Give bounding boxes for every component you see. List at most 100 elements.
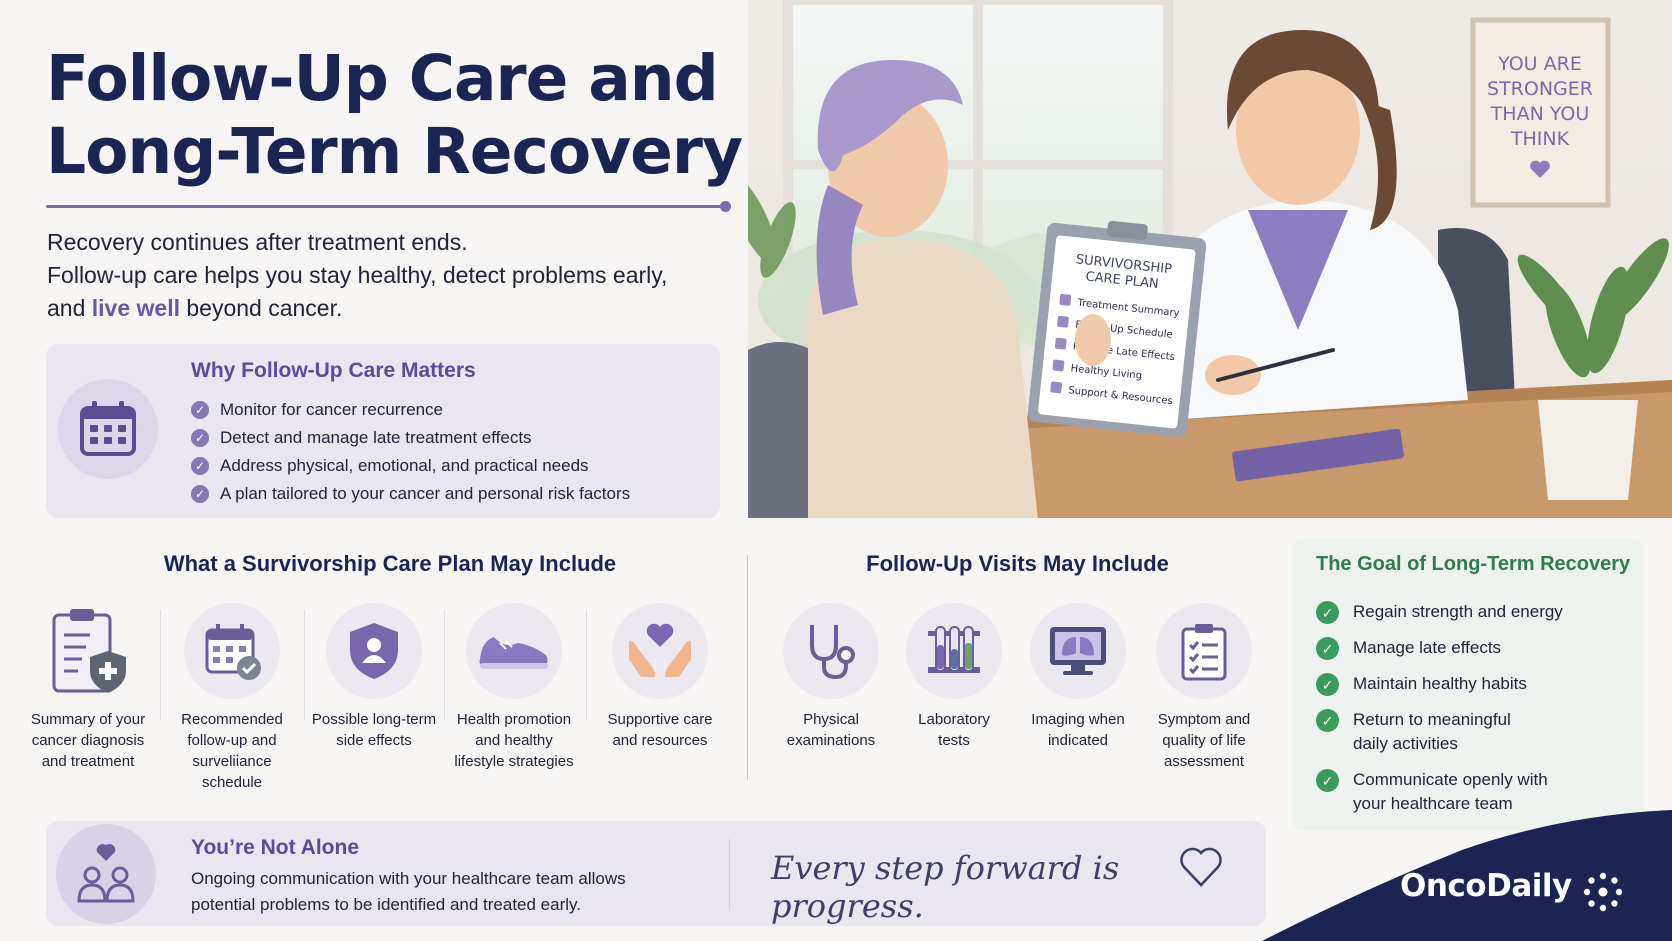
item-line-2: your healthcare team — [1353, 794, 1513, 813]
list-item-text: Monitor for cancer recurrence — [220, 400, 443, 419]
item-label-line: Laboratory — [918, 711, 990, 728]
item-line-1: Communicate openly with — [1353, 770, 1548, 789]
poster-line-1: YOU ARE — [1497, 53, 1582, 75]
intro-text: Recovery continues after treatment ends.… — [47, 226, 747, 325]
visit-item-physical: Physical examinations — [770, 603, 892, 751]
intro-line-1: Recovery continues after treatment ends. — [47, 229, 468, 255]
item-label-line: Symptom and — [1157, 711, 1251, 728]
plan-item-summary: Summary of your cancer diagnosis and tre… — [18, 603, 158, 772]
item-label-line: Physical — [803, 711, 859, 728]
item-label-line: cancer diagnosis — [31, 732, 145, 749]
plan-item-support: Supportive care and resources — [590, 603, 730, 751]
item-label-line: side effects — [336, 732, 412, 749]
check-icon: ✓ — [191, 429, 209, 447]
item-label-line: Summary of your — [30, 711, 146, 728]
item-label-line: Supportive care — [607, 711, 713, 728]
stethoscope-icon — [783, 603, 879, 699]
intro-line-3: and live well beyond cancer. — [47, 292, 747, 325]
item-label-line: and treatment — [41, 753, 135, 770]
not-alone-text: Ongoing communication with your healthca… — [191, 866, 711, 918]
brand-logo-text: OncoDaily — [1400, 868, 1572, 904]
why-list: ✓ Monitor for cancer recurrence ✓ Detect a… — [191, 396, 630, 508]
why-follow-up-box: Why Follow-Up Care Matters ✓ Monitor for … — [46, 344, 720, 518]
hero-illustration: YOU ARE STRONGER THAN YOU THINK — [748, 0, 1672, 518]
list-item-text: Regain strength and energy — [1353, 600, 1563, 624]
consultation-scene: YOU ARE STRONGER THAN YOU THINK — [748, 0, 1672, 518]
list-item: ✓ Address physical, emotional, and practi… — [191, 452, 630, 480]
lung-monitor-icon — [1030, 603, 1126, 699]
heart-icon — [1530, 160, 1550, 178]
divider — [586, 610, 587, 720]
clipboard-shield-icon — [40, 603, 136, 699]
item-label-line: lifestyle strategies — [454, 753, 574, 770]
check-icon: ✓ — [1316, 601, 1339, 624]
brand-dots-icon — [1583, 872, 1623, 912]
item-label-line: Health promotion — [456, 711, 572, 728]
list-item: ✓ Regain strength and energy — [1316, 600, 1636, 624]
plan-item-side-effects: Possible long-term side effects — [305, 603, 443, 751]
list-item: ✓ Return to meaningful daily activities — [1316, 708, 1636, 756]
intro-line-2: Follow-up care helps you stay healthy, d… — [47, 262, 668, 288]
item-label-line: Possible long-term — [311, 711, 437, 728]
divider — [729, 839, 730, 909]
item-line-2: daily activities — [1353, 734, 1458, 753]
visits-section-title: Follow-Up Visits May Include — [866, 551, 1169, 576]
list-item-text: Address physical, emotional, and practic… — [220, 456, 589, 475]
divider — [444, 610, 445, 720]
check-icon: ✓ — [1316, 673, 1339, 696]
item-label-line: examinations — [786, 732, 876, 749]
check-icon: ✓ — [1316, 769, 1339, 792]
list-item: ✓ Monitor for cancer recurrence — [191, 396, 630, 424]
item-line-1: Regain strength and energy — [1353, 602, 1563, 621]
list-item-text: Detect and manage late treatment effects — [220, 428, 532, 447]
plan-item-schedule: Recommended follow-up and surveliiance s… — [161, 603, 303, 793]
visit-item-assessment: Symptom and quality of life assessment — [1140, 603, 1268, 772]
test-tubes-icon — [906, 603, 1002, 699]
checklist-icon — [1156, 603, 1252, 699]
shield-person-icon — [326, 603, 422, 699]
ribbon-icon — [1305, 254, 1316, 290]
people-heart-icon — [56, 824, 156, 924]
item-label-line: follow-up and — [187, 732, 277, 749]
check-icon: ✓ — [1316, 709, 1339, 732]
check-icon: ✓ — [1316, 637, 1339, 660]
list-item: ✓ Detect and manage late treatment effect… — [191, 424, 630, 452]
page-title: Follow-Up Care and Long-Term Recovery — [46, 42, 766, 188]
item-label-line: and healthy — [475, 732, 553, 749]
divider — [160, 610, 161, 720]
list-item: ✓A plan tailored to your cancer and pers… — [191, 480, 630, 508]
brand-corner-wave — [1262, 810, 1672, 941]
check-icon: ✓ — [191, 401, 209, 419]
intro-line-3-post: beyond cancer. — [179, 295, 343, 321]
list-item-text: Maintain healthy habits — [1353, 672, 1527, 696]
divider — [304, 610, 305, 720]
not-alone-line-1: Ongoing communication with your healthca… — [191, 869, 626, 888]
title-underline-dot — [720, 201, 731, 212]
item-line-1: Manage late effects — [1353, 638, 1502, 657]
item-line-1: Maintain healthy habits — [1353, 674, 1527, 693]
goal-list: ✓ Regain strength and energy ✓ Manage late… — [1316, 600, 1636, 828]
visit-item-imaging: Imaging when indicated — [1017, 603, 1139, 751]
check-icon: ✓ — [191, 457, 209, 475]
hands-heart-icon — [612, 603, 708, 699]
not-alone-box: You’re Not Alone Ongoing communication w… — [46, 821, 1266, 926]
plan-item-lifestyle: Health promotion and healthy lifestyle s… — [445, 603, 583, 772]
item-label-line: Recommended — [181, 711, 283, 728]
list-item: ✓ Manage late effects — [1316, 636, 1636, 660]
item-line-1: Return to meaningful — [1353, 710, 1511, 729]
quote-text: Every step forward is progress. — [771, 849, 1120, 925]
item-label-line: tests — [938, 732, 970, 749]
heart-outline-icon — [1180, 847, 1222, 887]
list-item-text: Communicate openly with your healthcare t… — [1353, 768, 1548, 816]
title-underline — [46, 205, 726, 208]
title-line-2: Long-Term Recovery — [46, 115, 743, 188]
intro-line-3-pre: and — [47, 295, 92, 321]
section-divider — [747, 555, 748, 780]
list-item-text: Manage late effects — [1353, 636, 1501, 660]
title-line-1: Follow-Up Care and — [46, 42, 719, 115]
sneaker-icon — [466, 603, 562, 699]
item-label-line: surveliiance schedule — [192, 753, 272, 791]
why-title: Why Follow-Up Care Matters — [191, 359, 476, 382]
plan-section-title: What a Survivorship Care Plan May Includ… — [163, 551, 617, 576]
calendar-check-icon — [184, 603, 280, 699]
